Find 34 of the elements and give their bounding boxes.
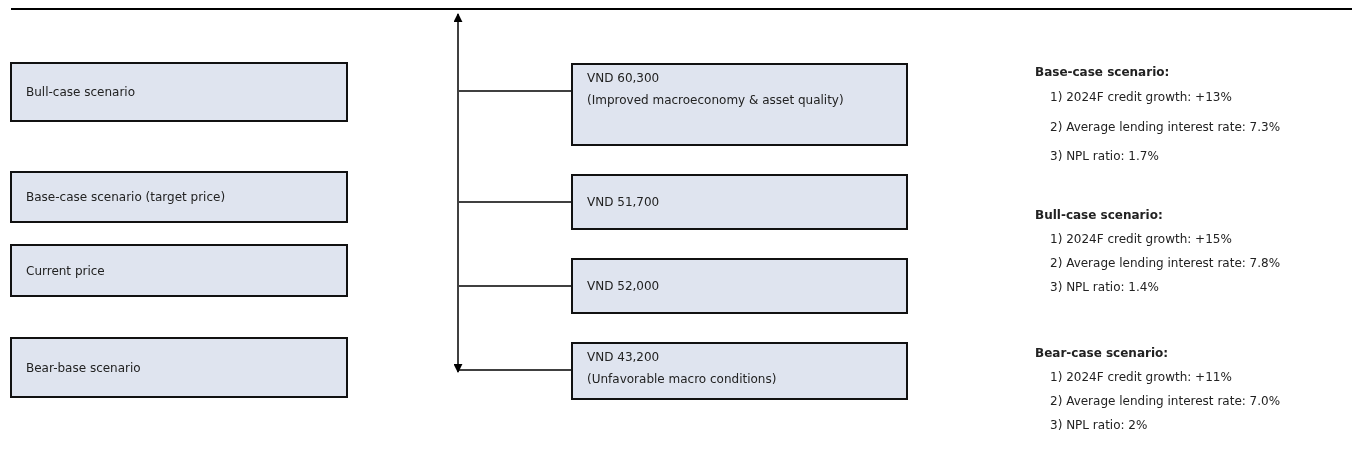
- note-text: 1) 2024F credit growth: +15%: [1050, 232, 1232, 246]
- box-text: Bull-case scenario: [26, 84, 137, 101]
- scenario-box: [10, 62, 348, 122]
- note-text: 1) 2024F credit growth: +11%: [1050, 370, 1232, 384]
- section-heading: Bull-case scenario:: [1035, 208, 1163, 222]
- connector-line: [458, 201, 572, 203]
- box-text: Bear-base scenario: [26, 359, 142, 377]
- note-text: 2) Average lending interest rate: 7.0%: [1050, 394, 1281, 408]
- box-text: VND 52,000: [587, 278, 661, 295]
- scenario-box: [571, 63, 908, 146]
- note-text: 3) NPL ratio: 1.7%: [1050, 149, 1159, 163]
- section-heading: Bear-case scenario:: [1035, 346, 1169, 360]
- scenario-box: [571, 258, 908, 314]
- note-text: 3) NPL ratio: 2%: [1050, 418, 1148, 432]
- connector-line: [458, 90, 572, 92]
- box-text: (Improved macroeconomy & asset quality): [587, 92, 845, 109]
- box-text: (Unfavorable macro conditions): [587, 371, 778, 388]
- scenario-box: [10, 337, 348, 398]
- connector-line: [458, 285, 572, 287]
- note-text: 3) NPL ratio: 1.4%: [1050, 280, 1159, 294]
- note-text: 1) 2024F credit growth: +13%: [1050, 90, 1232, 104]
- scenario-box: [571, 174, 908, 230]
- box-text: VND 51,700: [587, 194, 661, 211]
- scenario-box: [10, 244, 348, 297]
- scenario-box: [10, 171, 348, 223]
- note-text: 2) Average lending interest rate: 7.3%: [1050, 120, 1281, 134]
- scenario-box: [571, 342, 908, 400]
- note-text: 2) Average lending interest rate: 7.8%: [1050, 256, 1281, 270]
- box-text: Base-case scenario (target price): [26, 189, 227, 206]
- connector-line: [458, 369, 572, 371]
- section-heading: Base-case scenario:: [1035, 65, 1170, 79]
- box-text: VND 43,200: [587, 349, 661, 366]
- box-text: VND 60,300: [587, 70, 661, 87]
- box-text: Current price: [26, 262, 106, 280]
